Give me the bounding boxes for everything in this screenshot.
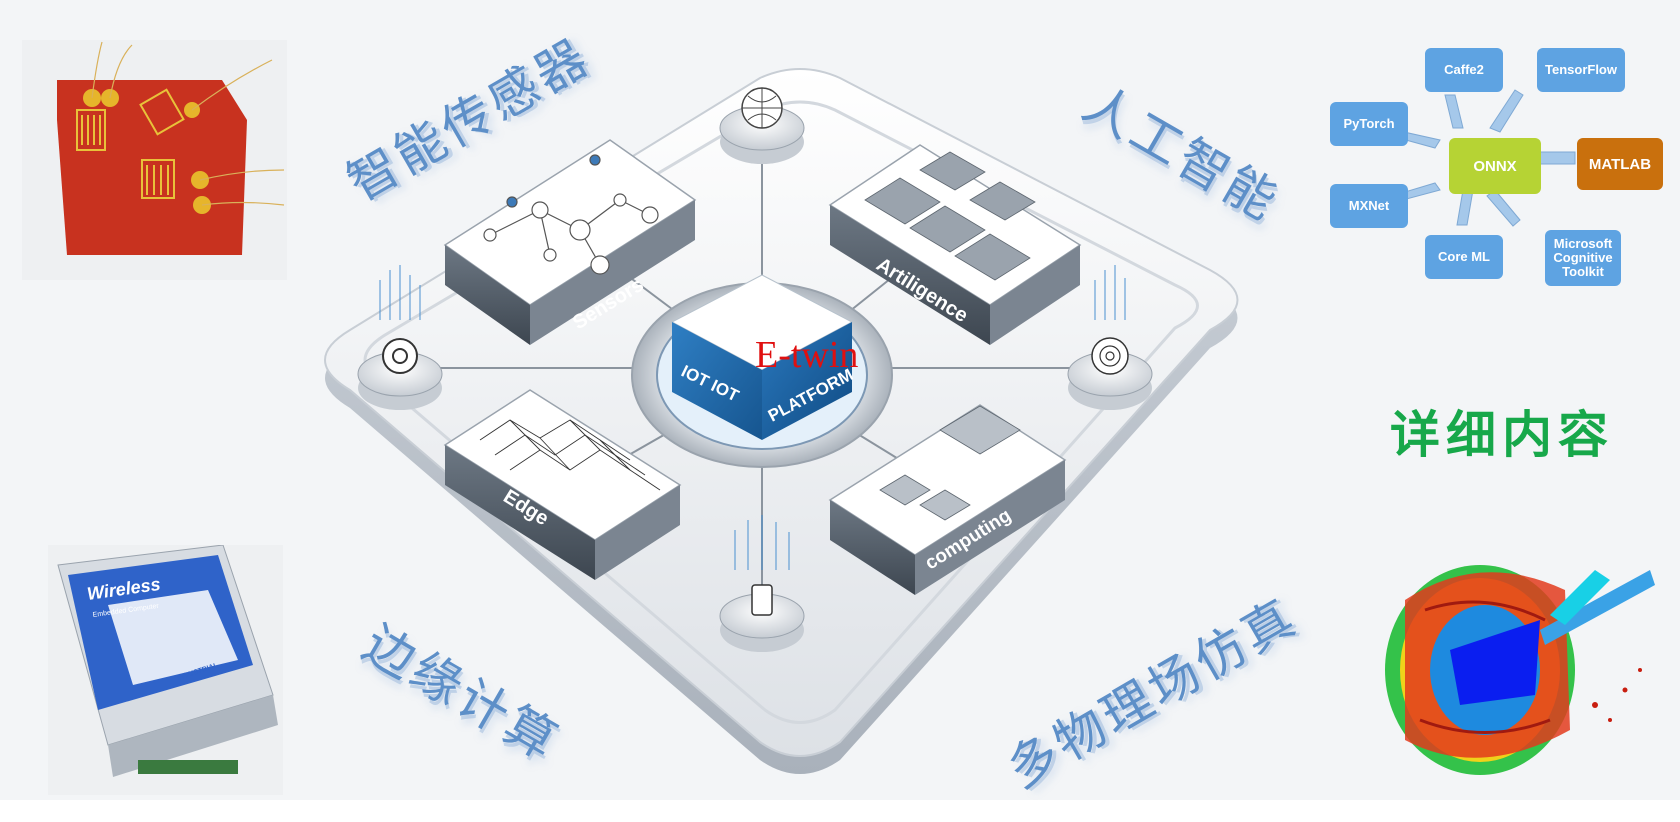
edge-module: Edge: [443, 389, 682, 580]
coreml-box: Core ML: [1425, 235, 1503, 279]
strain-gauge-photo: [22, 40, 287, 280]
tensorflow-box: TensorFlow: [1537, 48, 1625, 92]
caffe2-box: Caffe2: [1425, 48, 1503, 92]
microsoft-cognitive-toolkit-box: Microsoft Cognitive Toolkit: [1545, 230, 1621, 286]
bottom-margin: [0, 800, 1680, 822]
matlab-box: MATLAB: [1577, 138, 1663, 190]
pod-right-spiral: [1067, 265, 1153, 410]
mct-line-1: Microsoft: [1553, 236, 1613, 251]
label-details[interactable]: 详细内容: [1390, 405, 1614, 464]
sensors-module: Sensors: [443, 139, 697, 345]
mct-line-3: Toolkit: [1562, 264, 1604, 279]
computing-module: computing: [828, 404, 1067, 595]
mct-line-2: Cognitive: [1553, 250, 1613, 265]
center-cube-left: [672, 322, 762, 440]
pod-top-globe: [719, 87, 805, 164]
pod-bottom-usb: [719, 515, 805, 652]
pod-left-gear: [357, 265, 443, 410]
onnx-box: ONNX: [1449, 138, 1541, 194]
onnx-diagram: Caffe2 TensorFlow PyTorch ONNX MATLAB MX…: [1325, 40, 1665, 290]
pytorch-box: PyTorch: [1330, 102, 1408, 146]
diagram-canvas: IOT IOT PLATFORM Sensors: [0, 0, 1680, 800]
embedded-computer-photo: Wireless Embedded Computer INDUSTRIAL: [48, 545, 283, 795]
center-title: E-twin: [755, 334, 859, 376]
turbine-simulation-photo: [1385, 565, 1655, 775]
ai-module: Artiligence: [828, 144, 1082, 345]
mxnet-box: MXNet: [1330, 184, 1408, 228]
iot-platform-illustration: IOT IOT PLATFORM Sensors: [324, 68, 1239, 774]
center-cube-right: [762, 322, 852, 440]
